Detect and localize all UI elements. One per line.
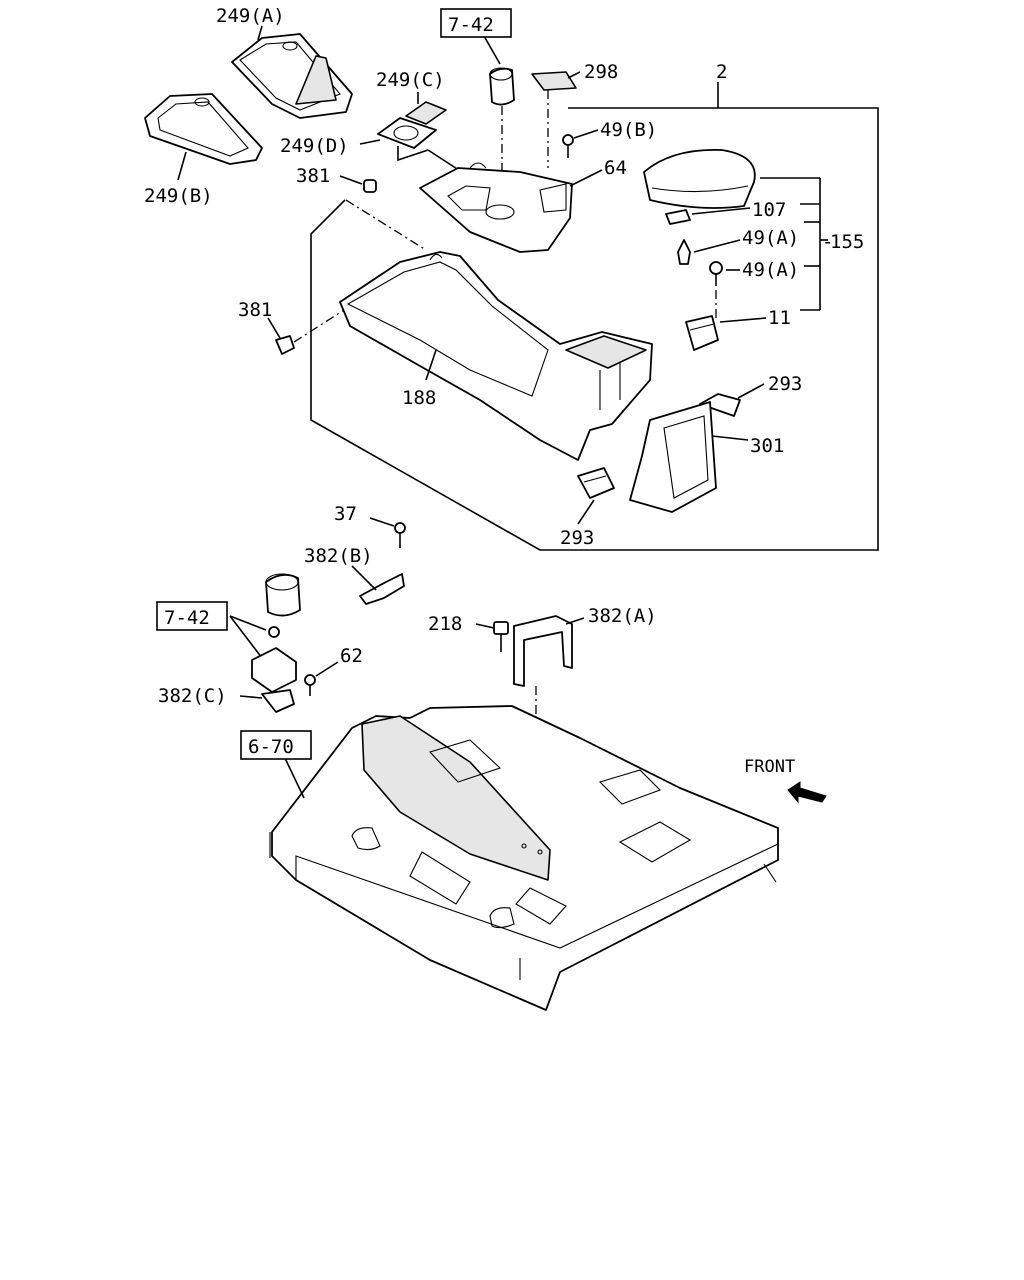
- label-107: 107: [752, 199, 786, 221]
- cup-holder-trim-249d: [377, 117, 437, 149]
- side-panel-301: [629, 401, 717, 513]
- label-49b: 49(B): [600, 119, 657, 141]
- label-298: 298: [584, 61, 618, 83]
- label-155-dash: -: [822, 231, 833, 253]
- label-382a: 382(A): [588, 605, 657, 627]
- label-381-top: 381: [296, 165, 330, 187]
- label-218: 218: [428, 613, 462, 635]
- label-2: 2: [716, 61, 727, 83]
- shift-bezel-249a: [231, 33, 353, 119]
- label-49a-2: 49(A): [742, 259, 799, 281]
- label-front: FRONT: [744, 757, 795, 777]
- label-7-42-top: 7-42: [448, 14, 494, 36]
- bolt-218: [493, 621, 509, 652]
- bracket-382b: [359, 573, 405, 605]
- label-381-left: 381: [238, 299, 272, 321]
- screw-49b: [562, 134, 574, 158]
- ref-box-7-42-top: [440, 8, 512, 38]
- front-arrow-icon: [787, 781, 827, 804]
- center-console-188: [339, 251, 653, 461]
- armrest-lid-107: [643, 148, 756, 209]
- clip-381-left: [275, 335, 295, 355]
- bracket-107: [665, 209, 691, 225]
- label-plate-298: [531, 71, 577, 91]
- hinge-11: [685, 315, 719, 351]
- floor-panel: [269, 705, 779, 1011]
- shift-knob-bottom: [265, 573, 301, 617]
- nut-bottom: [268, 626, 280, 638]
- ref-box-7-42-bottom: [156, 601, 228, 631]
- label-155: 155: [830, 231, 864, 253]
- label-64: 64: [604, 157, 627, 179]
- label-249d: 249(D): [280, 135, 349, 157]
- label-382b: 382(B): [304, 545, 373, 567]
- shift-boot-bottom: [251, 647, 297, 693]
- label-301: 301: [750, 435, 784, 457]
- assembly-frame: [310, 107, 879, 551]
- cup-holder-trim-249c: [405, 101, 447, 125]
- label-11: 11: [768, 307, 791, 329]
- clip-49a-2: [709, 261, 723, 286]
- shift-bezel-249b: [144, 93, 263, 165]
- label-7-42-bottom: 7-42: [164, 607, 210, 629]
- clip-49a-1: [677, 239, 691, 265]
- label-6-70: 6-70: [248, 736, 294, 758]
- label-188: 188: [402, 387, 436, 409]
- ref-box-6-70: [240, 730, 312, 760]
- label-293-top: 293: [768, 373, 802, 395]
- bolt-37: [394, 522, 406, 548]
- label-37: 37: [334, 503, 357, 525]
- label-49a-1: 49(A): [742, 227, 799, 249]
- bracket-293-bottom: [577, 467, 615, 499]
- label-249a: 249(A): [216, 5, 285, 27]
- label-249c: 249(C): [376, 69, 445, 91]
- bracket-382a: [513, 615, 573, 687]
- bolt-62: [304, 674, 316, 696]
- label-62: 62: [340, 645, 363, 667]
- upper-console-64: [419, 162, 573, 253]
- bracket-293-top: [699, 393, 741, 417]
- bracket-382c: [261, 689, 295, 713]
- label-382c: 382(C): [158, 685, 227, 707]
- clip-381-top: [363, 179, 377, 193]
- label-293-bottom: 293: [560, 527, 594, 549]
- shift-knob-top: [489, 67, 515, 106]
- label-249b: 249(B): [144, 185, 213, 207]
